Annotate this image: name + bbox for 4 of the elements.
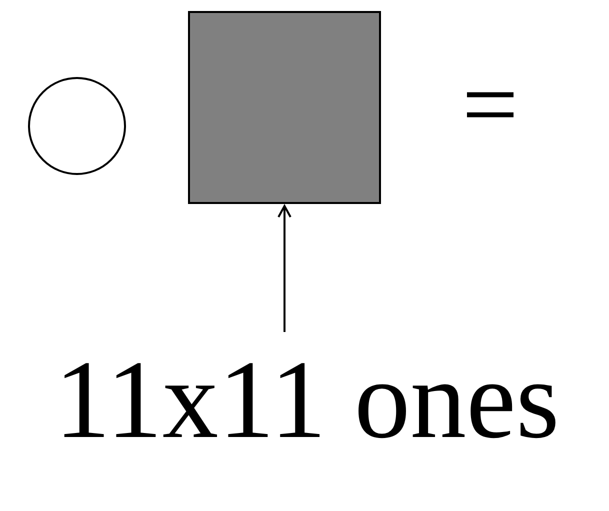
arrow — [278, 205, 292, 332]
equals-sign: = — [462, 50, 518, 160]
filled-square — [188, 11, 381, 204]
caption-text: 11x11 ones — [24, 340, 590, 460]
